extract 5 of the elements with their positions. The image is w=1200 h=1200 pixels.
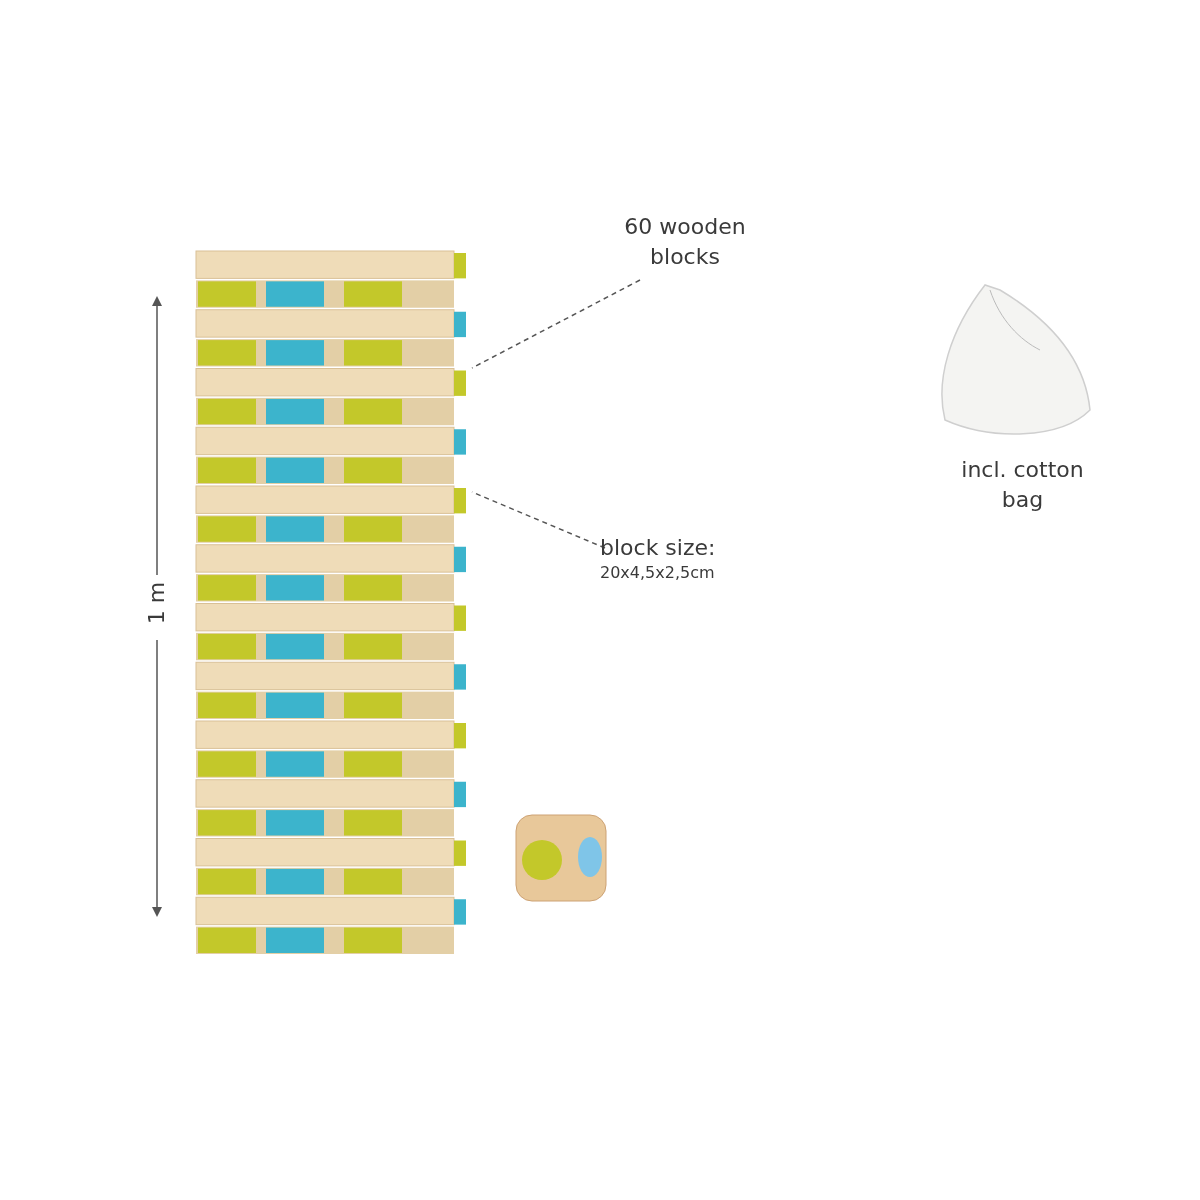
dimension-text: 20x4,5x2,5cm [600,563,715,583]
caption-text: incl. cotton bag [961,457,1084,512]
leader-line [471,279,641,369]
callout-text: 60 wooden blocks [623,213,747,271]
callout-text: block size: [600,534,716,562]
